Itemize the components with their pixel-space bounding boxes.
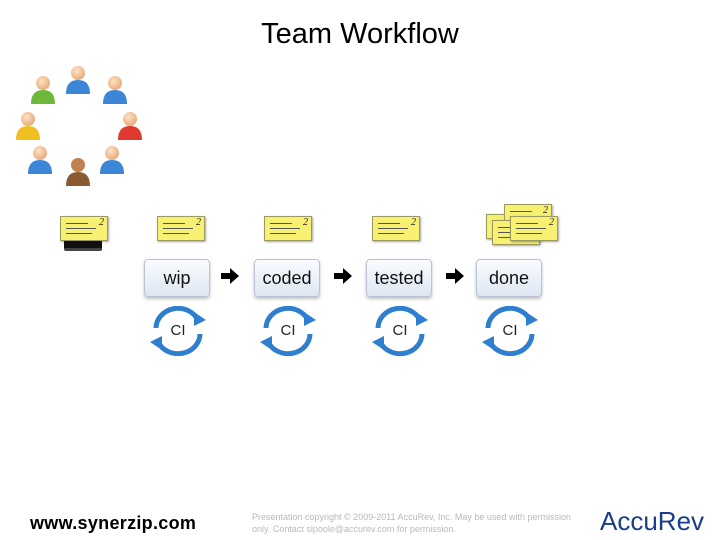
cycle-arrows-icon [260, 305, 316, 357]
accurev-logo: AccuRev [600, 506, 704, 536]
logo-text: AccuRev [600, 506, 704, 536]
cycle-arrows-icon [482, 305, 538, 357]
sticky-note-card: 2 [157, 216, 205, 241]
sticky-note-card: 2 [60, 216, 108, 241]
right-arrow-icon [334, 268, 352, 284]
stage-coded: coded [254, 259, 320, 297]
ci-label: CI [392, 322, 408, 339]
right-arrow-icon [446, 268, 464, 284]
sticky-note-card: 2 [264, 216, 312, 241]
ci-label: CI [280, 322, 296, 339]
ci-cycle-done: CI [480, 305, 540, 357]
cycle-arrows-icon [372, 305, 428, 357]
sticky-note-card: 2 [510, 216, 558, 241]
ci-cycle-tested: CI [370, 305, 430, 357]
sticky-note-card: 2 [372, 216, 420, 241]
footer-website: www.synerzip.com [30, 513, 197, 533]
cycle-arrows-icon [150, 305, 206, 357]
right-arrow-icon [221, 268, 239, 284]
stage-done: done [476, 259, 542, 297]
slide-title: Team Workflow [261, 18, 459, 50]
ci-label: CI [502, 322, 518, 339]
stage-tested: tested [366, 259, 432, 297]
ci-cycle-wip: CI [148, 305, 208, 357]
team-people-icon [16, 66, 142, 186]
stage-wip: wip [144, 259, 210, 297]
footer-copyright: Presentation copyright © 2009-2011 AccuR… [252, 512, 571, 534]
ci-cycle-coded: CI [258, 305, 318, 357]
ci-label: CI [170, 322, 186, 339]
